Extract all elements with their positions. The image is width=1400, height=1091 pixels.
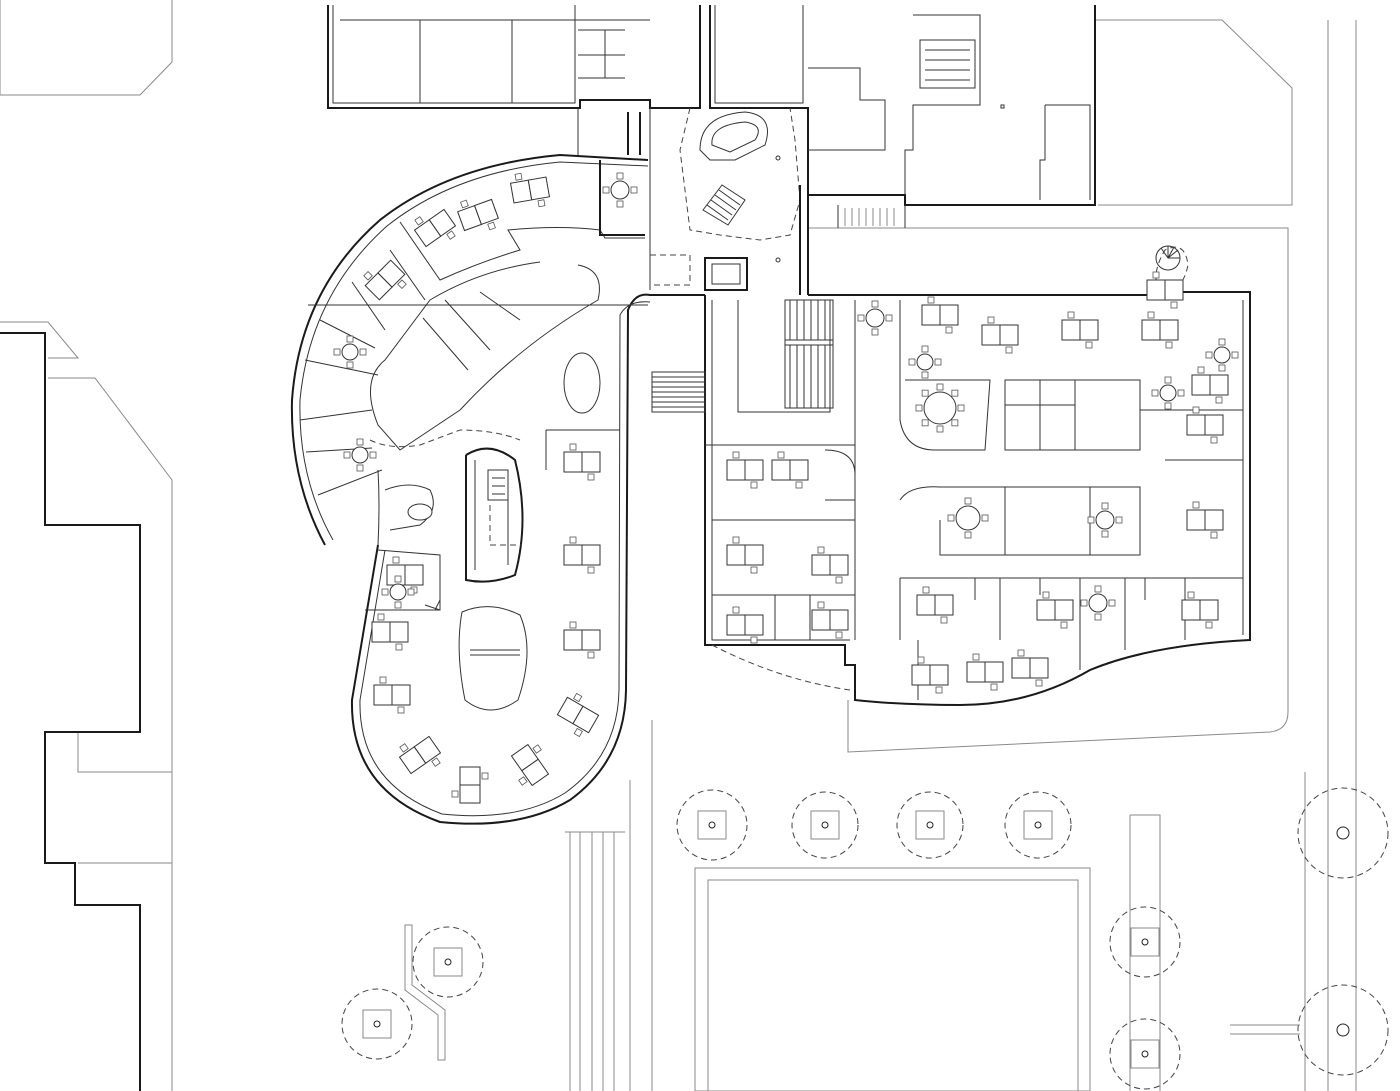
tree	[1004, 791, 1072, 859]
desk-layer	[363, 172, 1229, 804]
meeting-table	[602, 172, 638, 208]
east-block	[704, 246, 1251, 707]
desk-pair	[556, 692, 600, 738]
desk-pair	[413, 208, 457, 248]
desk-pair	[563, 443, 601, 481]
desk-pair	[1146, 271, 1184, 309]
desk-pair	[811, 601, 849, 639]
meeting-table	[1205, 338, 1239, 372]
meeting-table	[908, 345, 942, 379]
desk-pair	[563, 621, 601, 659]
desk-pair	[726, 451, 764, 489]
desk-pair	[1141, 311, 1179, 349]
meeting-table	[857, 300, 893, 336]
tree-layer	[341, 787, 1389, 1090]
site-context	[0, 0, 1357, 1091]
tree	[341, 988, 413, 1060]
meeting-table	[947, 497, 989, 539]
entrance-stair	[702, 184, 746, 226]
tree	[791, 791, 859, 859]
desk-pair	[771, 451, 809, 489]
oval-meeting-table	[407, 352, 601, 521]
tree	[896, 791, 964, 859]
existing-building-north	[327, 5, 1096, 228]
east-stairs	[651, 245, 1181, 413]
west-core	[458, 429, 620, 711]
tree	[412, 926, 484, 998]
desk-pair	[398, 735, 442, 775]
desk-pair	[1061, 311, 1099, 349]
desk-pair	[1191, 366, 1229, 404]
meeting-table	[1151, 376, 1185, 410]
desk-pair	[1011, 649, 1049, 687]
desk-pair	[373, 676, 411, 714]
desk-pair	[966, 653, 1004, 691]
desk-pair	[1186, 501, 1224, 539]
meeting-table	[381, 575, 415, 609]
meeting-table	[343, 438, 377, 472]
desk-pair	[981, 316, 1019, 354]
west-wing-shell	[290, 153, 705, 825]
desk-pair	[371, 613, 409, 651]
meeting-table	[333, 335, 367, 369]
meeting-table	[915, 383, 965, 433]
entrance-link	[577, 107, 809, 295]
desk-pair	[510, 743, 550, 787]
meeting-table	[1080, 585, 1116, 621]
desk-pair	[563, 536, 601, 574]
desk-pair	[457, 198, 499, 232]
desk-pair	[726, 536, 764, 574]
desk-pair	[911, 656, 949, 694]
desk-pair	[726, 606, 764, 644]
tree	[1297, 787, 1389, 879]
neighbour-building-outline	[0, 332, 141, 1091]
tree	[1109, 906, 1181, 978]
desk-pair	[509, 172, 551, 208]
meeting-table	[1087, 502, 1123, 538]
desk-pair	[916, 586, 954, 624]
desk-pair	[1186, 406, 1224, 444]
tree	[1297, 984, 1389, 1076]
tree	[1109, 1018, 1181, 1090]
desk-pair	[811, 546, 849, 584]
desk-pair	[363, 259, 407, 301]
desk-pair	[1181, 591, 1219, 629]
desk-pair	[921, 296, 959, 334]
desk-pair	[451, 766, 489, 804]
desk-pair	[1036, 591, 1074, 629]
west-wing-partitions	[299, 160, 645, 546]
tree	[676, 789, 748, 861]
meeting-table-layer	[333, 172, 1239, 621]
